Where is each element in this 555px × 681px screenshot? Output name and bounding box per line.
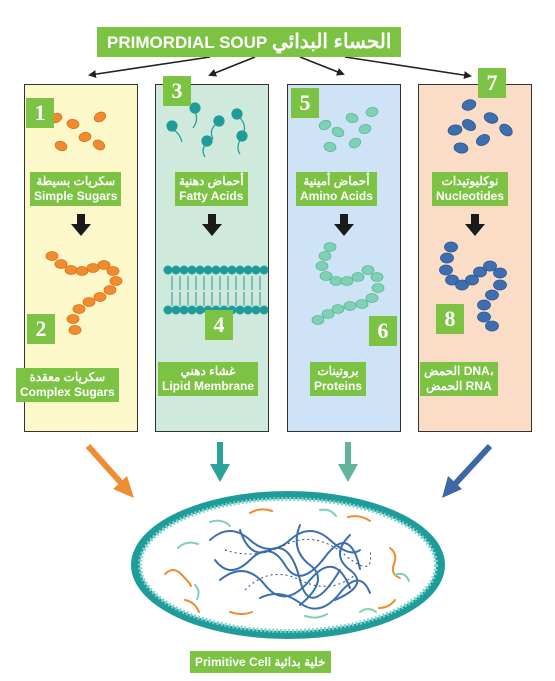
step-number-1: 1: [26, 98, 54, 128]
arrow-proteins-to-cell: [338, 442, 358, 482]
label-nucleotides-arabic: نوكليوتيدات: [441, 174, 499, 188]
nucleotides-icon: [447, 99, 513, 154]
label-amino-acids-english: Amino Acids: [300, 189, 373, 203]
amino-acids-icon: [318, 107, 379, 152]
label-complex-sugars-english: Complex Sugars: [20, 385, 115, 399]
label-proteins-english: Proteins: [314, 379, 363, 393]
diagram-title: PRIMORDIAL SOUP الحساء البدائي: [97, 27, 402, 57]
label-simple-sugars-english: Simple Sugars: [34, 189, 118, 203]
label-fatty-acids-arabic: أحماض دهنية: [179, 174, 244, 188]
label-fatty-acids-english: Fatty Acids: [179, 189, 244, 203]
label-simple-sugars: سكريات بسيطة Simple Sugars: [30, 172, 122, 206]
label-dna-rna: الحمض DNA، الحمض RNA: [420, 362, 498, 396]
fatty-acids-icon: [166, 102, 248, 158]
label-dna-rna-line2: الحمض RNA: [425, 379, 492, 393]
protein-chain-icon: [311, 242, 385, 325]
label-lipid-membrane-arabic: غشاء دهني: [180, 364, 236, 378]
step-number-4: 4: [205, 310, 233, 340]
title-english: PRIMORDIAL SOUP: [107, 33, 268, 52]
primitive-cell-icon: [131, 491, 445, 639]
label-primitive-cell: Primitive Cell خلية بدائية: [190, 651, 331, 673]
label-lipid-membrane: غشاء دهني Lipid Membrane: [158, 362, 259, 396]
step-number-5: 5: [291, 88, 319, 118]
label-amino-acids: أحماض أمينية Amino Acids: [296, 172, 377, 206]
label-lipid-membrane-english: Lipid Membrane: [162, 379, 255, 393]
dna-rna-chain-icon: [439, 241, 507, 332]
arrow-nucleic-acids-to-cell: [442, 443, 493, 498]
label-nucleotides: نوكليوتيدات Nucleotides: [432, 172, 509, 206]
step-number-2: 2: [27, 314, 55, 344]
label-proteins-arabic: بروتينات: [317, 364, 359, 378]
title-connectors: [88, 56, 472, 80]
lipid-membrane-icon: [163, 265, 269, 315]
complex-sugars-icon: [45, 251, 123, 335]
step-number-3: 3: [163, 76, 191, 106]
label-simple-sugars-arabic: سكريات بسيطة: [36, 174, 116, 188]
step-number-7: 7: [478, 68, 506, 98]
label-fatty-acids: أحماض دهنية Fatty Acids: [175, 172, 248, 206]
arrow-sugars-to-cell: [85, 443, 134, 498]
label-primitive-cell-arabic: خلية بدائية: [274, 655, 326, 669]
panel-amino-acids: [287, 84, 401, 432]
label-primitive-cell-english: Primitive Cell: [195, 655, 272, 669]
step-number-6: 6: [369, 316, 397, 346]
label-dna-rna-line1: الحمض DNA،: [424, 364, 494, 378]
label-complex-sugars: سكريات معقدة Complex Sugars: [16, 368, 119, 402]
arrow-lipids-to-cell: [210, 442, 230, 482]
title-arabic: الحساء البدائي: [272, 31, 392, 53]
conversion-arrows: [71, 214, 485, 236]
label-nucleotides-english: Nucleotides: [436, 189, 505, 203]
step-number-8: 8: [436, 304, 464, 334]
label-proteins: بروتينات Proteins: [310, 362, 367, 396]
simple-sugars-icon: [49, 111, 107, 152]
label-complex-sugars-arabic: سكريات معقدة: [29, 370, 106, 384]
label-amino-acids-arabic: أحماض أمينية: [303, 174, 370, 188]
